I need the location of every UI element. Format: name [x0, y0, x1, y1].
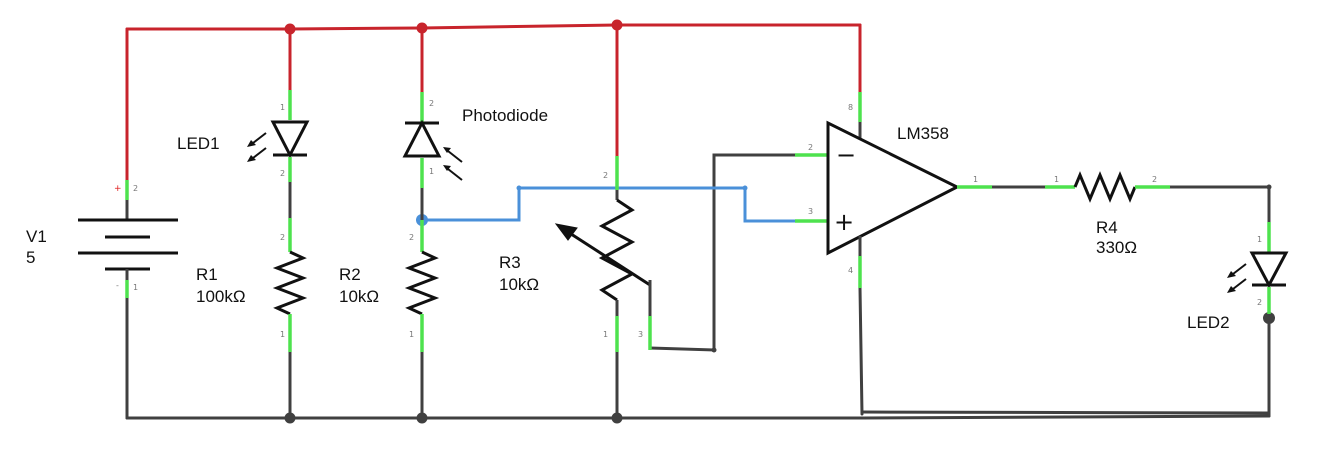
vcc-net [125, 19, 862, 182]
r4-to-led2-wire[interactable] [1168, 185, 1271, 224]
junction-dot [742, 185, 748, 191]
component-name: LED1 [177, 134, 220, 153]
pin-label: 1 [429, 167, 434, 176]
component-name: R4 [1096, 218, 1118, 237]
component-name: V1 [26, 227, 47, 246]
light-arrow [447, 168, 463, 181]
wiper-to-inverting-wire[interactable] [648, 153, 797, 352]
pin-label: + [114, 184, 122, 194]
component-name: R3 [499, 253, 521, 272]
junction-dot [416, 22, 428, 34]
light-arrow [252, 147, 267, 159]
photodiode-node-wire[interactable] [420, 186, 797, 223]
light-arrow [1232, 278, 1247, 290]
pin-label: 1 [133, 283, 138, 292]
potentiometer-r3[interactable]: 2 1 3 R3 10kΩ [499, 156, 652, 352]
ground-rail-wire[interactable] [125, 414, 1271, 420]
diode-triangle [270, 120, 310, 159]
photodiode[interactable]: 2 1 Photodiode [402, 92, 548, 220]
wiper-arrow [567, 230, 651, 287]
pin-label: 1 [280, 330, 285, 339]
junction-dot [416, 412, 428, 424]
pin-label: 3 [638, 330, 643, 339]
pin-label: 2 [280, 169, 285, 178]
led1[interactable]: 1 2 LED1 [177, 90, 310, 218]
pin-label: 2 [808, 143, 813, 152]
light-arrow [447, 150, 463, 163]
pin-label: 1 [603, 330, 608, 339]
pin-label: 1 [1054, 175, 1059, 184]
pin-label: 1 [409, 330, 414, 339]
junction-dot [1263, 312, 1275, 324]
pin-label: 8 [848, 103, 853, 112]
vcc-rail-wire[interactable] [125, 23, 862, 31]
component-name: R2 [339, 265, 361, 284]
pin-label: 3 [808, 207, 813, 216]
component-value: 100kΩ [196, 287, 246, 306]
pin-label: 2 [409, 233, 414, 242]
junction-dot [611, 19, 623, 31]
opamp-triangle [826, 120, 961, 256]
lm358-ground-return-wire[interactable] [860, 410, 1271, 415]
junction-dot [284, 412, 296, 424]
lm358-to-ground-wire[interactable] [858, 286, 864, 416]
light-arrow [252, 132, 267, 144]
junction-dot [1266, 184, 1272, 190]
junction-dot [284, 23, 296, 35]
pin-label: 2 [429, 99, 434, 108]
light-arrow [1232, 263, 1247, 275]
component-name: Photodiode [462, 106, 548, 125]
resistor-zigzag [272, 250, 308, 316]
pin-label: 2 [133, 184, 138, 193]
component-value: 5 [26, 248, 35, 267]
pin-label: - [116, 281, 119, 290]
inverting-sign: − [836, 141, 856, 169]
pin-label: 2 [1152, 175, 1157, 184]
pin-label: 1 [1257, 235, 1262, 244]
component-name: LM358 [897, 124, 949, 143]
battery-v1[interactable]: + 2 - 1 V1 5 [26, 180, 178, 298]
junction-dot [711, 347, 717, 353]
resistor-zigzag [1073, 171, 1137, 203]
component-value: 330Ω [1096, 238, 1137, 257]
component-value: 10kΩ [339, 287, 379, 306]
component-name: R1 [196, 265, 218, 284]
diode-triangle [1249, 251, 1289, 289]
led2[interactable]: 1 2 LED2 [1187, 222, 1289, 332]
sensor-net [416, 185, 797, 226]
diode-triangle [402, 119, 442, 158]
junction-dot [611, 412, 623, 424]
ground-net [125, 286, 1275, 424]
resistor-r1[interactable]: 2 1 R1 100kΩ [196, 218, 308, 352]
resistor-zigzag [404, 250, 440, 316]
pin-label: 2 [1257, 298, 1262, 307]
pin-label: 2 [280, 233, 285, 242]
pin-label: 1 [973, 175, 978, 184]
resistor-zigzag [598, 198, 636, 302]
resistor-r2[interactable]: 2 1 R2 10kΩ [339, 220, 440, 352]
opamp-lm358[interactable]: − + 8 4 2 3 1 LM358 [795, 92, 992, 288]
resistor-r4[interactable]: 1 2 R4 330Ω [1045, 171, 1170, 257]
component-value: 10kΩ [499, 275, 539, 294]
noninverting-sign: + [834, 208, 854, 236]
pin-label: 1 [280, 103, 285, 112]
signal-black-wires [648, 153, 1272, 353]
pin-label: 2 [603, 171, 608, 180]
component-name: LED2 [1187, 313, 1230, 332]
junction-dot [516, 185, 522, 191]
pin-label: 4 [848, 266, 853, 275]
